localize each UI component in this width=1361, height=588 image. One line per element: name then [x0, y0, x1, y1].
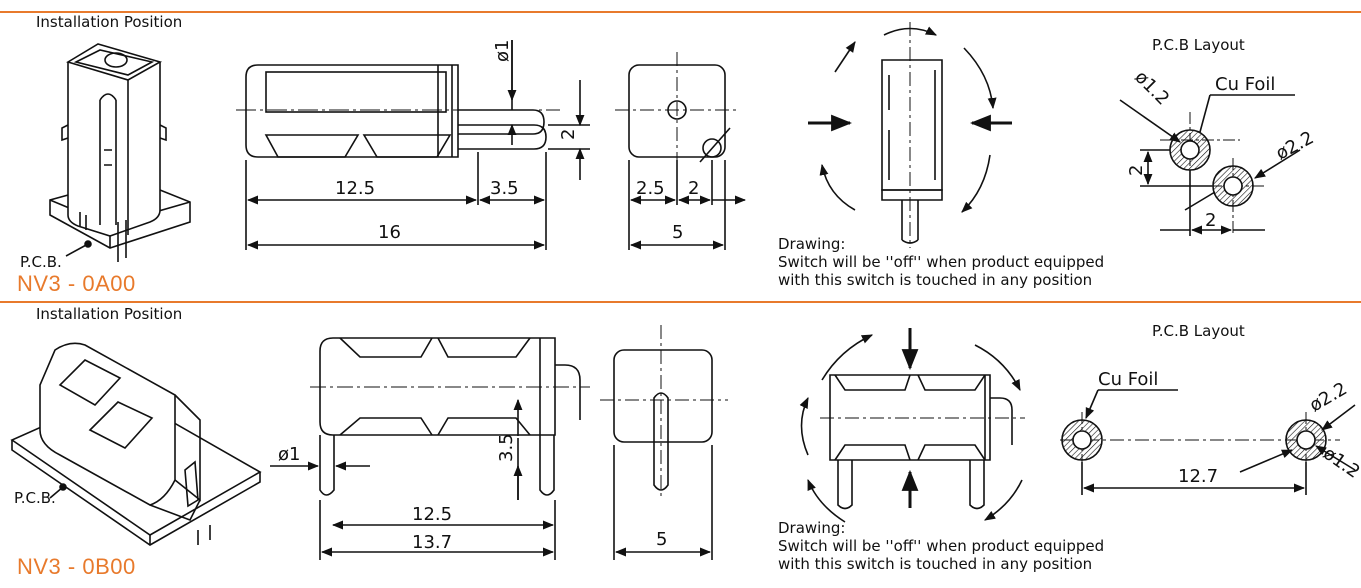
top-pcb-phi2-2: ø2.2 [1272, 127, 1317, 164]
bottom-pcb-phi1-2: ø1.2 [1319, 443, 1361, 483]
top-dim-3-5: 3.5 [490, 178, 519, 199]
top-pcb-layout [1119, 94, 1301, 236]
drawing-note-top: Switch will be ''off'' when product equi… [778, 253, 1105, 289]
top-isometric-switch [49, 43, 191, 262]
top-side-view [236, 40, 590, 250]
pcb-layout-title-top: P.C.B Layout [1152, 36, 1245, 54]
bottom-pcb-layout [1060, 389, 1356, 495]
pcb-layout-title-bottom: P.C.B Layout [1152, 322, 1245, 340]
bottom-dim-12-5: 12.5 [412, 504, 452, 525]
drawing-title-bottom: Drawing: [778, 519, 846, 537]
bottom-dim-phi1: ø1 [278, 444, 300, 465]
bottom-dim-5: 5 [656, 529, 667, 550]
top-pcb-spacing-v: 2 [1126, 165, 1147, 176]
install-position-label-bottom: Installation Position [36, 305, 183, 323]
install-position-label-top: Installation Position [36, 13, 183, 31]
top-dim-phi1: ø1 [492, 40, 513, 62]
bottom-isometric-switch [10, 342, 262, 546]
drawing-title-top: Drawing: [778, 235, 846, 253]
top-rule [0, 11, 1361, 13]
bottom-pcb-cu-foil: Cu Foil [1098, 369, 1158, 390]
bottom-motion-drawing [799, 328, 1025, 523]
top-pcb-spacing-h: 2 [1205, 210, 1216, 231]
middle-rule [0, 301, 1361, 303]
top-pcb-cu-foil: Cu Foil [1215, 74, 1275, 95]
top-dim-2b: 2 [688, 178, 699, 199]
top-dim-16: 16 [378, 222, 401, 243]
bottom-side-view [270, 337, 590, 560]
top-motion-drawing [808, 22, 1012, 248]
drawing-note-bottom: Switch will be ''off'' when product equi… [778, 537, 1105, 573]
bottom-pcb-phi2-2: ø2.2 [1306, 378, 1351, 416]
top-dim-2-5: 2.5 [636, 178, 665, 199]
top-end-view [615, 52, 747, 250]
bottom-dim-13-7: 13.7 [412, 532, 452, 553]
model-name-top: NV3 - 0A00 [17, 271, 136, 296]
bottom-dim-3-5: 3.5 [496, 433, 517, 462]
top-dim-5: 5 [672, 222, 683, 243]
pcb-label-bottom: P.C.B. [14, 489, 56, 507]
top-dim-2: 2 [558, 129, 579, 140]
bottom-end-view [600, 325, 728, 560]
top-pcb-phi1-2: ø1.2 [1130, 67, 1173, 110]
model-name-bottom: NV3 - 0B00 [17, 554, 136, 579]
pcb-label-top: P.C.B. [20, 253, 62, 271]
bottom-pcb-12-7: 12.7 [1178, 466, 1218, 487]
top-dim-12-5: 12.5 [335, 178, 375, 199]
